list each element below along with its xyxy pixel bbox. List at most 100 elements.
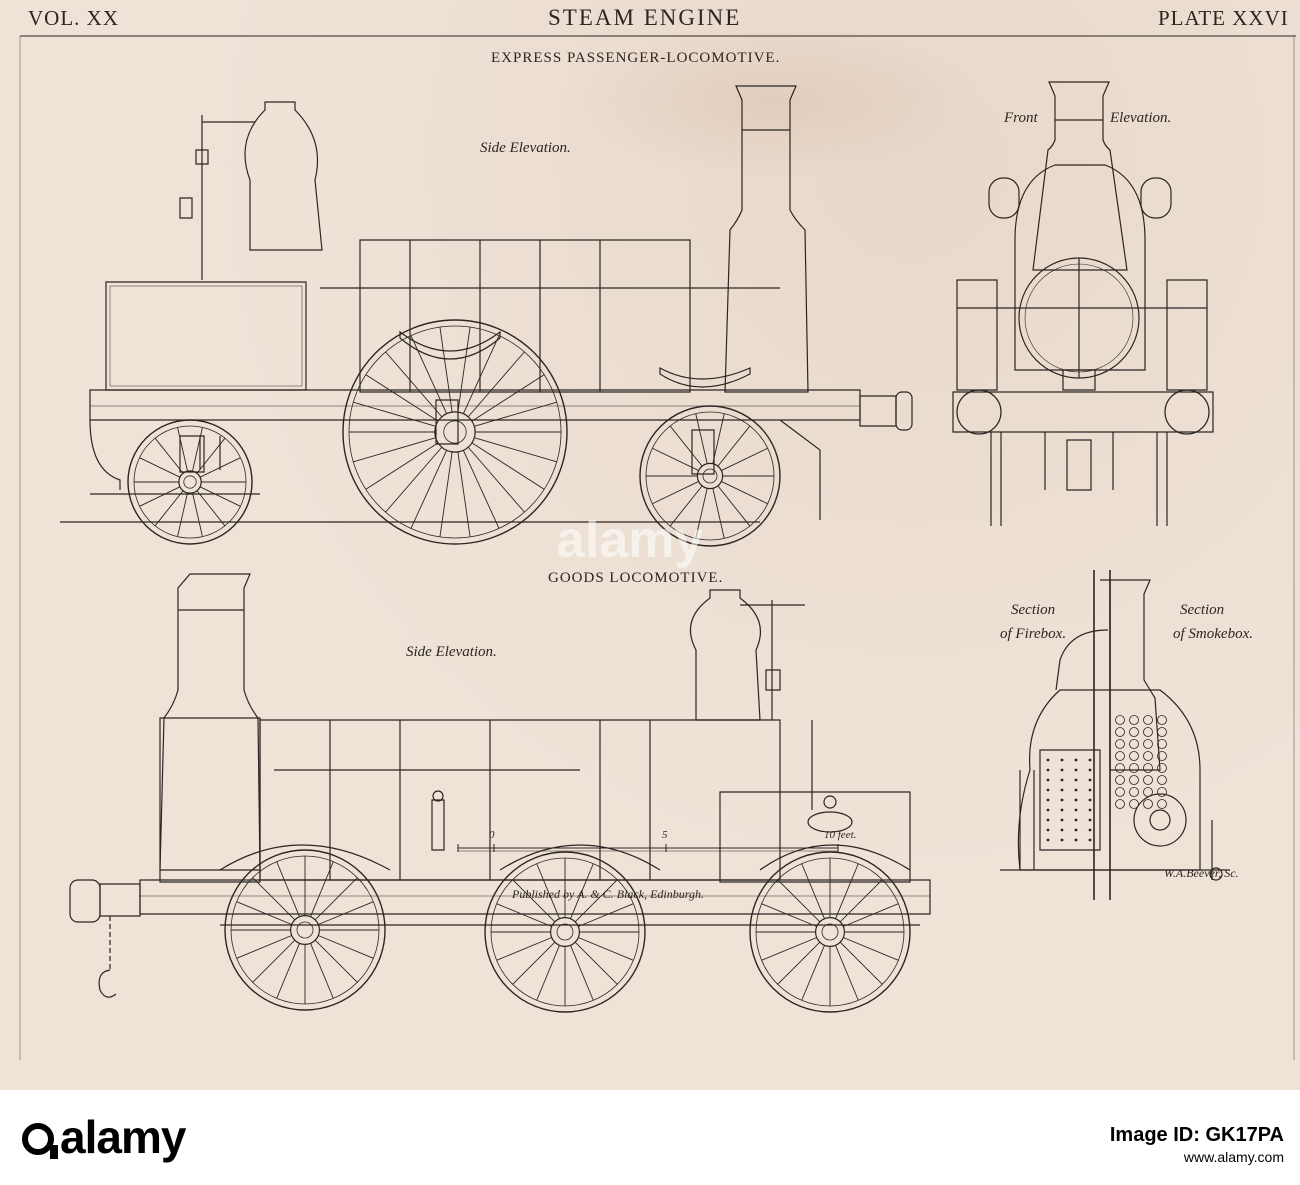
firebox-stay <box>1046 758 1050 762</box>
boiler-tube <box>1116 728 1125 737</box>
firebox-stay <box>1060 808 1064 812</box>
image-id: Image ID: GK17PA <box>1109 1124 1284 1146</box>
firebox-stay <box>1074 778 1078 782</box>
boiler-tube <box>1116 716 1125 725</box>
firebox-stay <box>1088 798 1092 802</box>
boiler-tube <box>1158 716 1167 725</box>
goods-side-label: Side Elevation. <box>406 644 497 660</box>
boiler-tube <box>1158 752 1167 761</box>
goods-wheel-rear <box>750 852 910 1012</box>
goods-section-smokebox-1: Section <box>1180 602 1225 618</box>
boiler-tube <box>1130 788 1139 797</box>
firebox-stay <box>1074 818 1078 822</box>
plate-number: PLATE XXVI <box>1158 6 1289 30</box>
firebox-stay <box>1074 808 1078 812</box>
paper-stain <box>560 20 980 180</box>
firebox-stay <box>1088 808 1092 812</box>
boiler-tube <box>1130 752 1139 761</box>
footer-bar <box>0 1090 1300 1185</box>
firebox-stay <box>1074 828 1078 832</box>
firebox-stay <box>1060 768 1064 772</box>
firebox-stay <box>1088 778 1092 782</box>
boiler-tube <box>1144 800 1153 809</box>
express-driving-wheel <box>343 320 567 544</box>
footer-logo-text: alamy <box>60 1111 186 1163</box>
engraver-credit: W.A.Beever, Sc. <box>1164 866 1239 880</box>
scale-tick-0: 0 <box>489 829 495 841</box>
paper-stain <box>0 0 1300 1090</box>
express-front-label-2: Elevation. <box>1110 110 1172 126</box>
boiler-tube <box>1116 788 1125 797</box>
boiler-tube <box>1144 764 1153 773</box>
engraving-plate: VOL. XX STEAM ENGINE PLATE XXVI EXPRESS … <box>0 0 1300 1090</box>
boiler-tube <box>1130 764 1139 773</box>
boiler-tube <box>1158 740 1167 749</box>
goods-wheel-front <box>225 850 385 1010</box>
firebox-stay <box>1046 768 1050 772</box>
goods-heading: GOODS LOCOMOTIVE. <box>548 570 724 586</box>
firebox-stay <box>1046 798 1050 802</box>
boiler-tube <box>1130 800 1139 809</box>
firebox-stay <box>1046 828 1050 832</box>
boiler-tube <box>1130 728 1139 737</box>
footer-logo: alamy <box>22 1110 186 1164</box>
goods-wheel-middle <box>485 852 645 1012</box>
logo-mark-icon <box>22 1123 58 1159</box>
firebox-stay <box>1060 798 1064 802</box>
express-front-label-1: Front <box>1004 110 1038 126</box>
firebox-stay <box>1060 758 1064 762</box>
firebox-stay <box>1074 798 1078 802</box>
watermark: alamy <box>556 511 704 569</box>
firebox-stay <box>1060 778 1064 782</box>
boiler-tube <box>1158 776 1167 785</box>
express-side-elevation <box>60 70 920 530</box>
firebox-stay <box>1060 828 1064 832</box>
firebox-stay <box>1060 818 1064 822</box>
express-trailing-wheel <box>640 406 780 546</box>
express-leading-wheel <box>128 420 252 544</box>
firebox-stay <box>1074 768 1078 772</box>
scale-bar <box>458 836 838 856</box>
firebox-stay <box>1088 838 1092 842</box>
goods-section-smokebox-2: of Smokebox. <box>1173 626 1253 642</box>
boiler-tube <box>1158 764 1167 773</box>
boiler-tube <box>1116 800 1125 809</box>
footer-info: Image ID: GK17PA www.alamy.com <box>1110 1124 1284 1165</box>
publisher-credit: Published by A. & C. Black, Edinburgh. <box>512 887 704 901</box>
firebox-stay <box>1060 838 1064 842</box>
firebox-stay <box>1088 818 1092 822</box>
goods-section-firebox-1: Section <box>1011 602 1056 618</box>
volume-label: VOL. XX <box>28 6 119 30</box>
frame-lines <box>0 0 1300 1090</box>
boiler-tube <box>1116 764 1125 773</box>
firebox-stay <box>1046 818 1050 822</box>
firebox-stay <box>1074 838 1078 842</box>
boiler-tube <box>1158 728 1167 737</box>
firebox-stay <box>1074 788 1078 792</box>
boiler-tube <box>1144 740 1153 749</box>
firebox-stay <box>1060 788 1064 792</box>
boiler-tube <box>1144 728 1153 737</box>
boiler-tube <box>1130 716 1139 725</box>
goods-side-elevation <box>60 570 960 880</box>
firebox-stay <box>1046 788 1050 792</box>
firebox-stay <box>1088 768 1092 772</box>
scale-tick-10: 10 feet. <box>824 829 857 841</box>
firebox-stay <box>1046 778 1050 782</box>
scale-tick-5: 5 <box>662 829 668 841</box>
firebox-stay <box>1046 808 1050 812</box>
boiler-tube <box>1144 716 1153 725</box>
boiler-tube <box>1158 788 1167 797</box>
firebox-stay <box>1088 828 1092 832</box>
plate-title: STEAM ENGINE <box>548 5 742 30</box>
boiler-tube <box>1144 776 1153 785</box>
boiler-tube <box>1116 776 1125 785</box>
boiler-tube <box>1158 800 1167 809</box>
firebox-stay <box>1088 788 1092 792</box>
firebox-stay <box>1088 758 1092 762</box>
boiler-tube <box>1144 788 1153 797</box>
footer-url: www.alamy.com <box>1183 1149 1284 1165</box>
express-front-elevation <box>945 70 1230 530</box>
boiler-tube <box>1130 776 1139 785</box>
express-side-label: Side Elevation. <box>480 140 571 156</box>
